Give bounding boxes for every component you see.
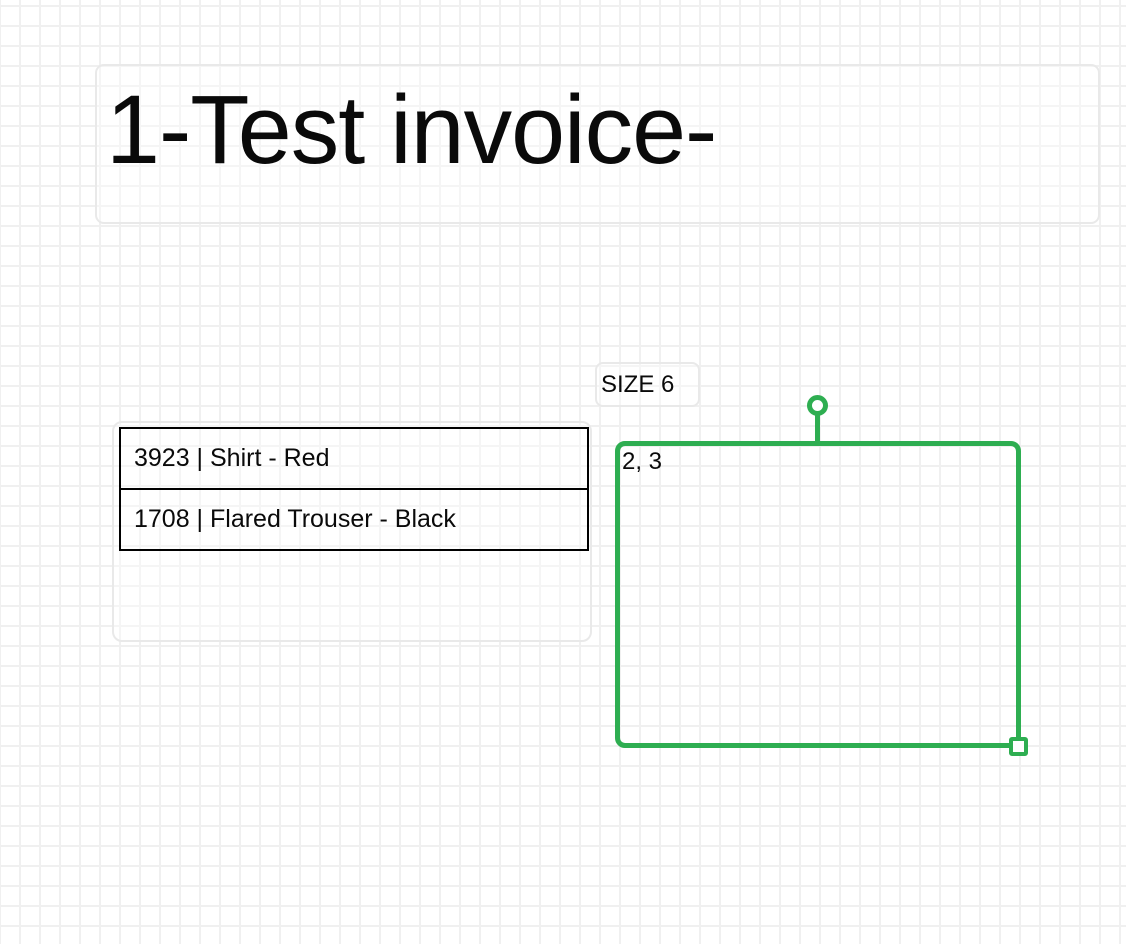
table-row-text: 3923 | Shirt - Red	[134, 444, 330, 472]
table-row[interactable]: 1708 | Flared Trouser - Black	[121, 490, 587, 549]
invoice-title-box[interactable]: 1-Test invoice-	[95, 64, 1100, 224]
size-label-box[interactable]: SIZE 6	[595, 362, 700, 407]
invoice-title: 1-Test invoice-	[106, 75, 717, 184]
product-table: 3923 | Shirt - Red 1708 | Flared Trouser…	[119, 427, 589, 551]
rotate-handle-stem	[815, 413, 820, 443]
table-row[interactable]: 3923 | Shirt - Red	[121, 429, 587, 490]
rotate-handle-icon[interactable]	[807, 395, 828, 416]
table-row-text: 1708 | Flared Trouser - Black	[134, 505, 456, 533]
selected-shape-label: 2, 3	[622, 448, 663, 475]
product-list-container[interactable]	[112, 421, 592, 642]
selected-shape[interactable]: 2, 3	[615, 441, 1021, 748]
size-label-text: SIZE 6	[601, 370, 675, 398]
resize-handle-icon[interactable]	[1009, 737, 1028, 756]
